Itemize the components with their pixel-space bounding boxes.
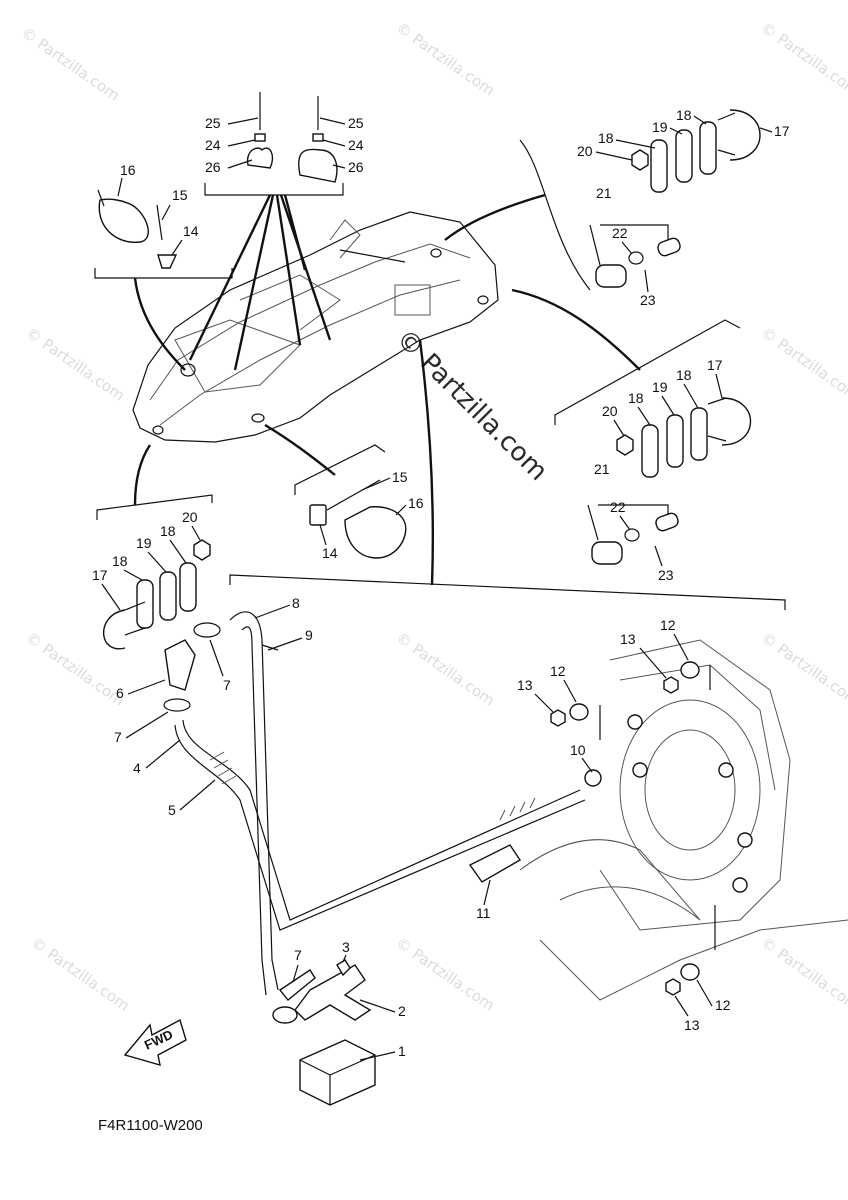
callout-5: 5 (168, 802, 176, 818)
fwd-arrow-icon: FWD (123, 1018, 187, 1066)
callout-22b: 22 (610, 499, 626, 515)
watermark-text: © Partzilla.com (393, 19, 498, 100)
callout-15c: 15 (392, 469, 408, 485)
group-clamp-center (264, 423, 407, 559)
watermark-text: © Partzilla.com (393, 629, 498, 710)
watermark-text: © Partzilla.com (758, 324, 848, 405)
callout-1: 1 (398, 1043, 406, 1059)
callout-17: 17 (774, 123, 790, 139)
callout-9: 9 (305, 627, 313, 643)
callout-2: 2 (398, 1003, 406, 1019)
callout-21b: 21 (594, 461, 610, 477)
callout-12b: 12 (660, 617, 676, 633)
connector-line (418, 339, 435, 586)
callout-24b: 24 (348, 137, 364, 153)
callout-18: 18 (676, 107, 692, 123)
nuts-washers (550, 661, 700, 996)
watermark-text: © Partzilla.com (28, 934, 133, 1015)
callout-25: 25 (205, 115, 221, 131)
callout-17e: 17 (92, 567, 108, 583)
callout-20b: 20 (602, 403, 618, 419)
callout-labels: 16 15 14 25 24 26 25 24 26 18 19 17 18 2… (92, 107, 790, 1061)
callout-12c: 12 (715, 997, 731, 1013)
callout-6: 6 (116, 685, 124, 701)
group-clamp-top-left (94, 189, 233, 371)
callout-7b: 7 (114, 729, 122, 745)
callout-20c: 20 (182, 509, 198, 525)
watercraft-hull (132, 211, 499, 443)
watermark-text: © Partzilla.com (23, 324, 128, 405)
group-tow-eye-middle-right (511, 288, 752, 565)
watermark-text: © Partzilla.com (393, 934, 498, 1015)
callout-10: 10 (570, 742, 586, 758)
callout-16: 16 (120, 162, 136, 178)
callout-4: 4 (133, 760, 141, 776)
callout-18b: 18 (598, 130, 614, 146)
callout-15: 15 (172, 187, 188, 203)
callout-16c: 16 (408, 495, 424, 511)
callout-21: 21 (596, 185, 612, 201)
callout-18d: 18 (628, 390, 644, 406)
callout-13c: 13 (684, 1017, 700, 1033)
callout-26b: 26 (348, 159, 364, 175)
callout-7: 7 (223, 677, 231, 693)
pump-housing (519, 639, 848, 1001)
callout-11: 11 (476, 905, 491, 921)
callout-19e: 19 (136, 535, 152, 551)
callout-19c: 19 (652, 379, 668, 395)
callout-18c: 18 (676, 367, 692, 383)
callout-7c: 7 (294, 947, 302, 963)
callout-18e: 18 (160, 523, 176, 539)
callout-18f: 18 (112, 553, 128, 569)
callout-23b: 23 (658, 567, 674, 583)
group-clips-top-center (188, 92, 344, 371)
watermark-text: © Partzilla.com (758, 629, 848, 710)
group-tow-eye-left (96, 444, 213, 650)
callout-17c: 17 (707, 357, 723, 373)
callout-12: 12 (550, 663, 566, 679)
callout-20: 20 (577, 143, 593, 159)
diagram-code: F4R1100-W200 (98, 1117, 203, 1134)
bottom-section-bracket (229, 574, 786, 610)
watermark-text: © Partzilla.com (758, 19, 848, 100)
hose-assembly (163, 611, 602, 1106)
callout-8: 8 (292, 595, 300, 611)
callout-13: 13 (517, 677, 533, 693)
callout-22: 22 (612, 225, 628, 241)
group-tow-eye-top-right (444, 109, 761, 291)
callout-13b: 13 (620, 631, 636, 647)
callout-26: 26 (205, 159, 221, 175)
callout-3: 3 (342, 939, 350, 955)
callout-24: 24 (205, 137, 221, 153)
watermark-text: © Partzilla.com (18, 24, 123, 105)
callout-25b: 25 (348, 115, 364, 131)
callout-14: 14 (183, 223, 199, 239)
callout-14c: 14 (322, 545, 338, 561)
watermark-text: © Partzilla.com (758, 934, 848, 1015)
callout-19: 19 (652, 119, 668, 135)
callout-23: 23 (640, 292, 656, 308)
watermark-center: © Partzilla.com (390, 324, 553, 487)
